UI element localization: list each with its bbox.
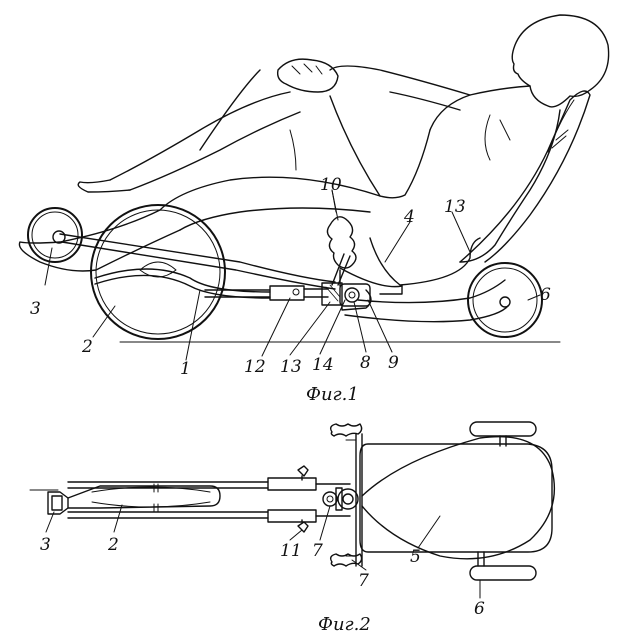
label-5: 5 (410, 547, 421, 567)
seat-body-top (359, 436, 556, 560)
seat-body (339, 90, 591, 323)
label-6: 6 (540, 285, 551, 305)
label-8: 8 (360, 353, 371, 373)
label-4: 4 (403, 207, 415, 227)
rear-wheel (467, 262, 543, 338)
label-14: 14 (312, 355, 334, 375)
label-2: 2 (81, 337, 93, 357)
label-7-left: 7 (312, 541, 323, 561)
figure-1-side-view: 10 4 13 3 6 2 1 12 13 14 8 9 Фиг.1 (18, 14, 610, 405)
pivot-mechanism (321, 282, 372, 311)
label-13-upper: 13 (444, 197, 466, 217)
label-11: 11 (280, 541, 302, 561)
pivot-joint-top (322, 487, 359, 511)
figure-1-caption: Фиг.1 (306, 384, 359, 405)
front-wheel (90, 204, 226, 340)
label-3: 3 (30, 299, 41, 319)
label-7-lower: 7 (358, 571, 369, 591)
label-9: 9 (388, 353, 399, 373)
rider-figure (18, 14, 610, 272)
leader-lines-fig2 (45, 504, 481, 599)
boom-tubes (67, 477, 351, 523)
steering-wheel-front (27, 207, 83, 263)
front-wheel-top (67, 483, 221, 513)
label-10: 10 (320, 175, 342, 195)
front-fork-top (47, 491, 69, 515)
figure-2-caption: Фиг.2 (318, 614, 371, 635)
rear-wheels-top (469, 421, 537, 581)
label-2-top: 2 (107, 535, 119, 555)
label-13-lower: 13 (280, 357, 302, 377)
label-6-top: 6 (474, 599, 485, 619)
handlebars-top (329, 423, 363, 567)
steering-handle (326, 189, 357, 286)
label-12: 12 (244, 357, 266, 377)
leader-lines (44, 189, 541, 361)
label-3-top: 3 (40, 535, 51, 555)
figure-2-top-view: 3 2 11 7 7 5 6 Фиг.2 (29, 421, 556, 635)
label-1: 1 (180, 359, 191, 379)
